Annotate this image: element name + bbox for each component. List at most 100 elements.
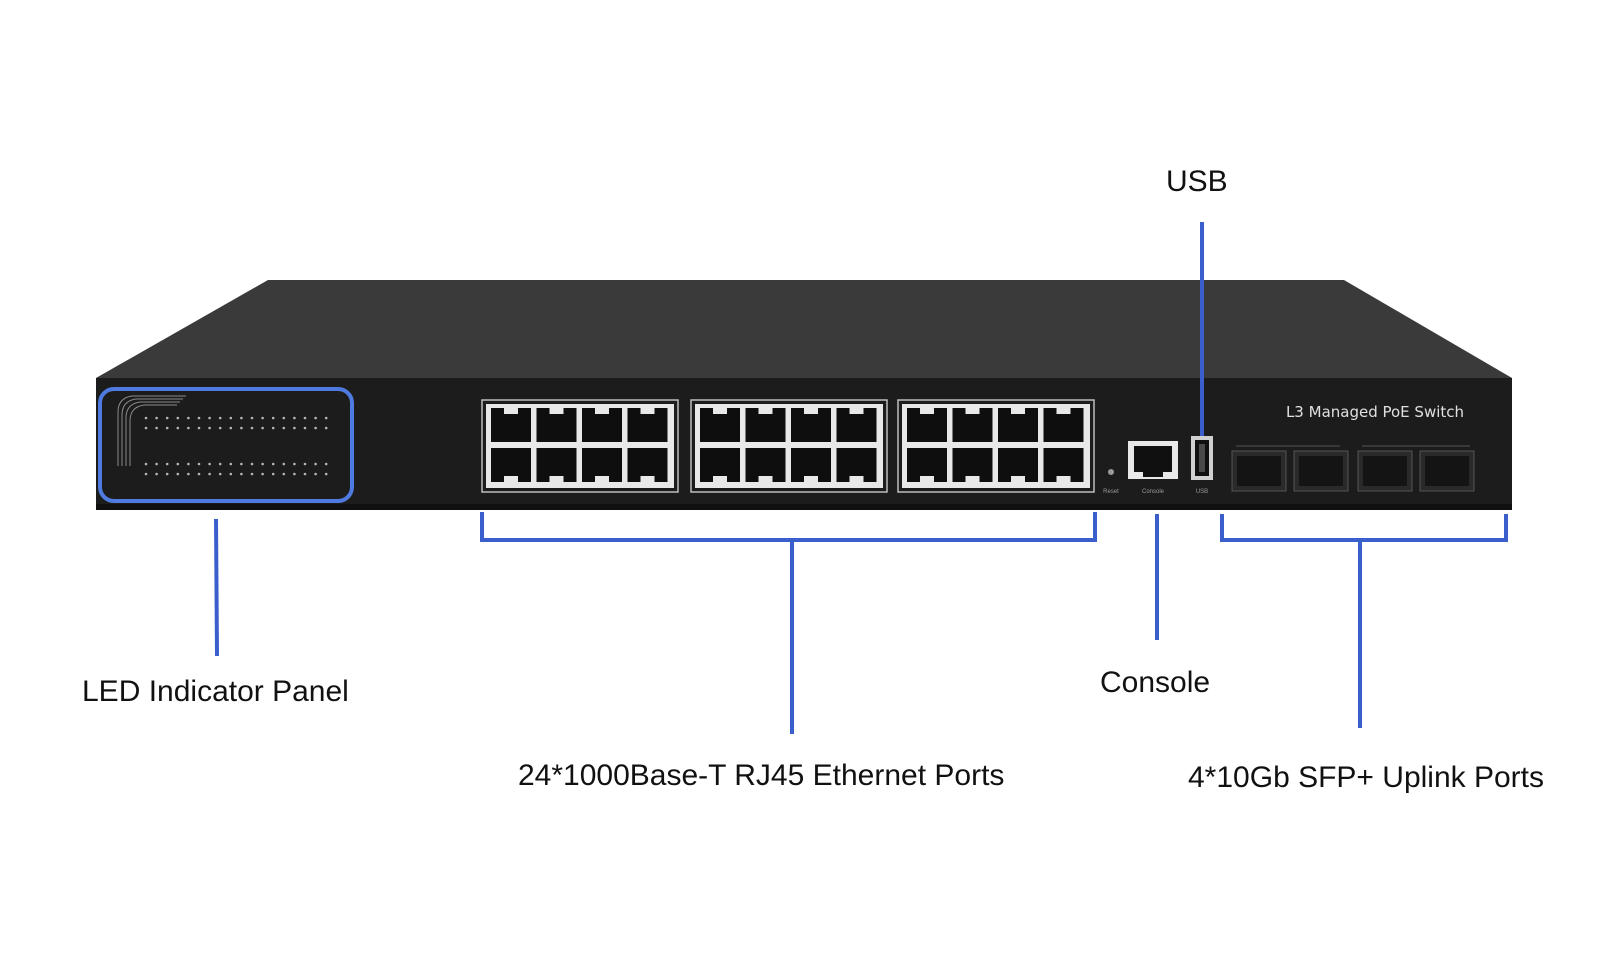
led-dot: [271, 472, 275, 476]
led-dot: [293, 472, 296, 476]
console-port: [1128, 441, 1178, 479]
usb-callout-label: USB: [1166, 165, 1228, 198]
led-dot: [187, 462, 190, 466]
led-dot: [324, 416, 328, 420]
reset-label: Reset: [1103, 489, 1119, 495]
led-dot: [208, 426, 211, 430]
sfp-callout-label: 4*10Gb SFP+ Uplink Ports: [1188, 761, 1545, 794]
led-dot: [155, 416, 158, 420]
rj45-port: [907, 448, 947, 484]
rj45-port: [998, 406, 1038, 442]
rj45-port: [536, 448, 577, 484]
led-dot: [324, 472, 328, 476]
rj45-port-block: [481, 399, 1095, 493]
model-label: L3 Managed PoE Switch: [1286, 403, 1464, 421]
led-guide-line: [129, 404, 177, 466]
led-dot: [144, 462, 148, 466]
rj45-group-frame: [690, 399, 888, 493]
led-dot: [165, 472, 169, 476]
led-dot: [218, 472, 222, 476]
led-dot: [176, 416, 180, 420]
led-dot: [208, 416, 211, 420]
led-dot: [250, 426, 254, 430]
led-dot: [176, 472, 180, 476]
led-panel-callout-label: LED Indicator Panel: [82, 675, 349, 708]
rj45-port: [1043, 448, 1084, 484]
led-dot: [197, 462, 201, 466]
led-dot: [303, 426, 307, 430]
sfp-cage: [1293, 450, 1349, 492]
rj45-port: [836, 406, 877, 442]
console-port-label: Console: [1142, 489, 1165, 495]
callout-lines: [214, 222, 1508, 734]
led-dot: [261, 472, 264, 476]
led-dot: [261, 426, 264, 430]
rj45-group-frame: [897, 399, 1095, 493]
led-dot: [240, 426, 243, 430]
led-dot: [144, 416, 148, 420]
led-dot: [229, 416, 233, 420]
rj45-callout-label: 24*1000Base-T RJ45 Ethernet Ports: [518, 759, 1005, 792]
led-dot: [303, 472, 307, 476]
sfp-port-block: [1231, 445, 1475, 492]
rj45-bracket: [480, 512, 1097, 542]
led-panel-highlight: [98, 387, 354, 503]
led-dot: [303, 462, 307, 466]
rj45-port: [700, 406, 740, 442]
led-dot: [197, 472, 201, 476]
sfp-cage: [1357, 450, 1413, 492]
led-dot: [155, 462, 158, 466]
led-dot: [155, 472, 158, 476]
led-dot: [240, 416, 243, 420]
led-panel: [117, 395, 328, 476]
led-dot: [293, 416, 296, 420]
led-dot: [155, 426, 158, 430]
led-dot: [187, 472, 190, 476]
led-dot: [271, 426, 275, 430]
led-dot: [165, 462, 169, 466]
rj45-port: [907, 406, 947, 442]
led-dot: [208, 462, 211, 466]
rj45-port: [627, 448, 668, 484]
rj45-group-frame: [481, 399, 679, 493]
reset-pinhole: [1108, 469, 1114, 475]
rj45-port: [745, 448, 786, 484]
rj45-port: [582, 448, 622, 484]
rj45-port: [1043, 406, 1084, 442]
led-dot: [144, 426, 148, 430]
led-dot: [324, 426, 328, 430]
led-dot: [240, 472, 243, 476]
led-dot: [218, 462, 222, 466]
led-leader: [214, 518, 219, 657]
led-guide-line: [121, 398, 183, 466]
rj45-port: [491, 448, 531, 484]
led-dot: [240, 462, 243, 466]
led-dot: [165, 416, 169, 420]
console-callout-label: Console: [1100, 666, 1211, 699]
sfp-cage: [1231, 450, 1287, 492]
led-dot: [187, 416, 190, 420]
rj45-port: [491, 406, 531, 442]
rj45-port: [952, 448, 993, 484]
chassis-bottom-edge: [96, 504, 1512, 510]
rj45-port: [791, 406, 831, 442]
rj45-port: [998, 448, 1038, 484]
led-dot: [176, 462, 180, 466]
led-dot: [176, 426, 180, 430]
led-dot: [250, 416, 254, 420]
led-dot: [218, 416, 222, 420]
rj45-port: [627, 406, 668, 442]
usb-port: [1191, 436, 1213, 480]
led-dot: [250, 462, 254, 466]
led-guide-line: [125, 401, 180, 466]
sfp-bracket: [1220, 514, 1508, 542]
rj45-port: [836, 448, 877, 484]
led-dot: [261, 462, 264, 466]
led-dot: [324, 462, 328, 466]
led-dot: [293, 426, 296, 430]
led-dot: [314, 416, 317, 420]
sfp-cage: [1419, 450, 1475, 492]
led-dot: [314, 472, 317, 476]
led-dot: [229, 426, 233, 430]
